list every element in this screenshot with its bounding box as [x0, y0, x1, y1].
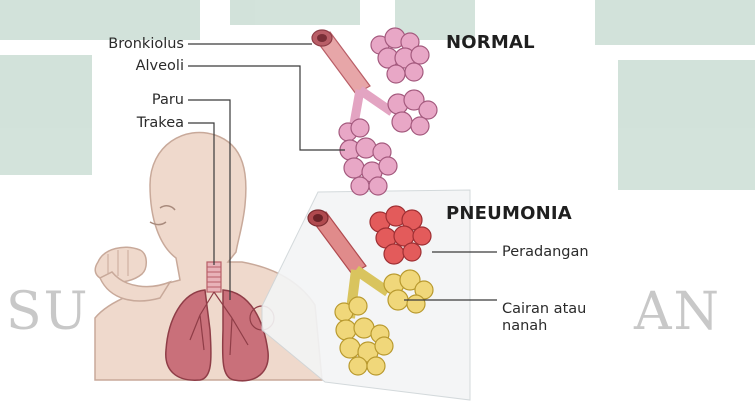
label-paru: Paru: [152, 92, 184, 109]
trachea: [207, 262, 221, 292]
heading-pneumonia: PNEUMONIA: [446, 203, 572, 224]
label-alveoli: Alveoli: [136, 58, 184, 75]
label-bronkiolus: Bronkiolus: [108, 36, 184, 53]
label-cairan-line1: Cairan atau: [502, 301, 586, 318]
label-peradangan: Peradangan: [502, 244, 589, 261]
heading-normal: NORMAL: [446, 32, 535, 53]
watermark-right: AN: [634, 282, 721, 342]
label-trakea: Trakea: [137, 115, 184, 132]
watermark-background: [0, 0, 755, 190]
watermark-left: SU: [6, 282, 89, 342]
label-cairan-line2: nanah: [502, 318, 547, 335]
